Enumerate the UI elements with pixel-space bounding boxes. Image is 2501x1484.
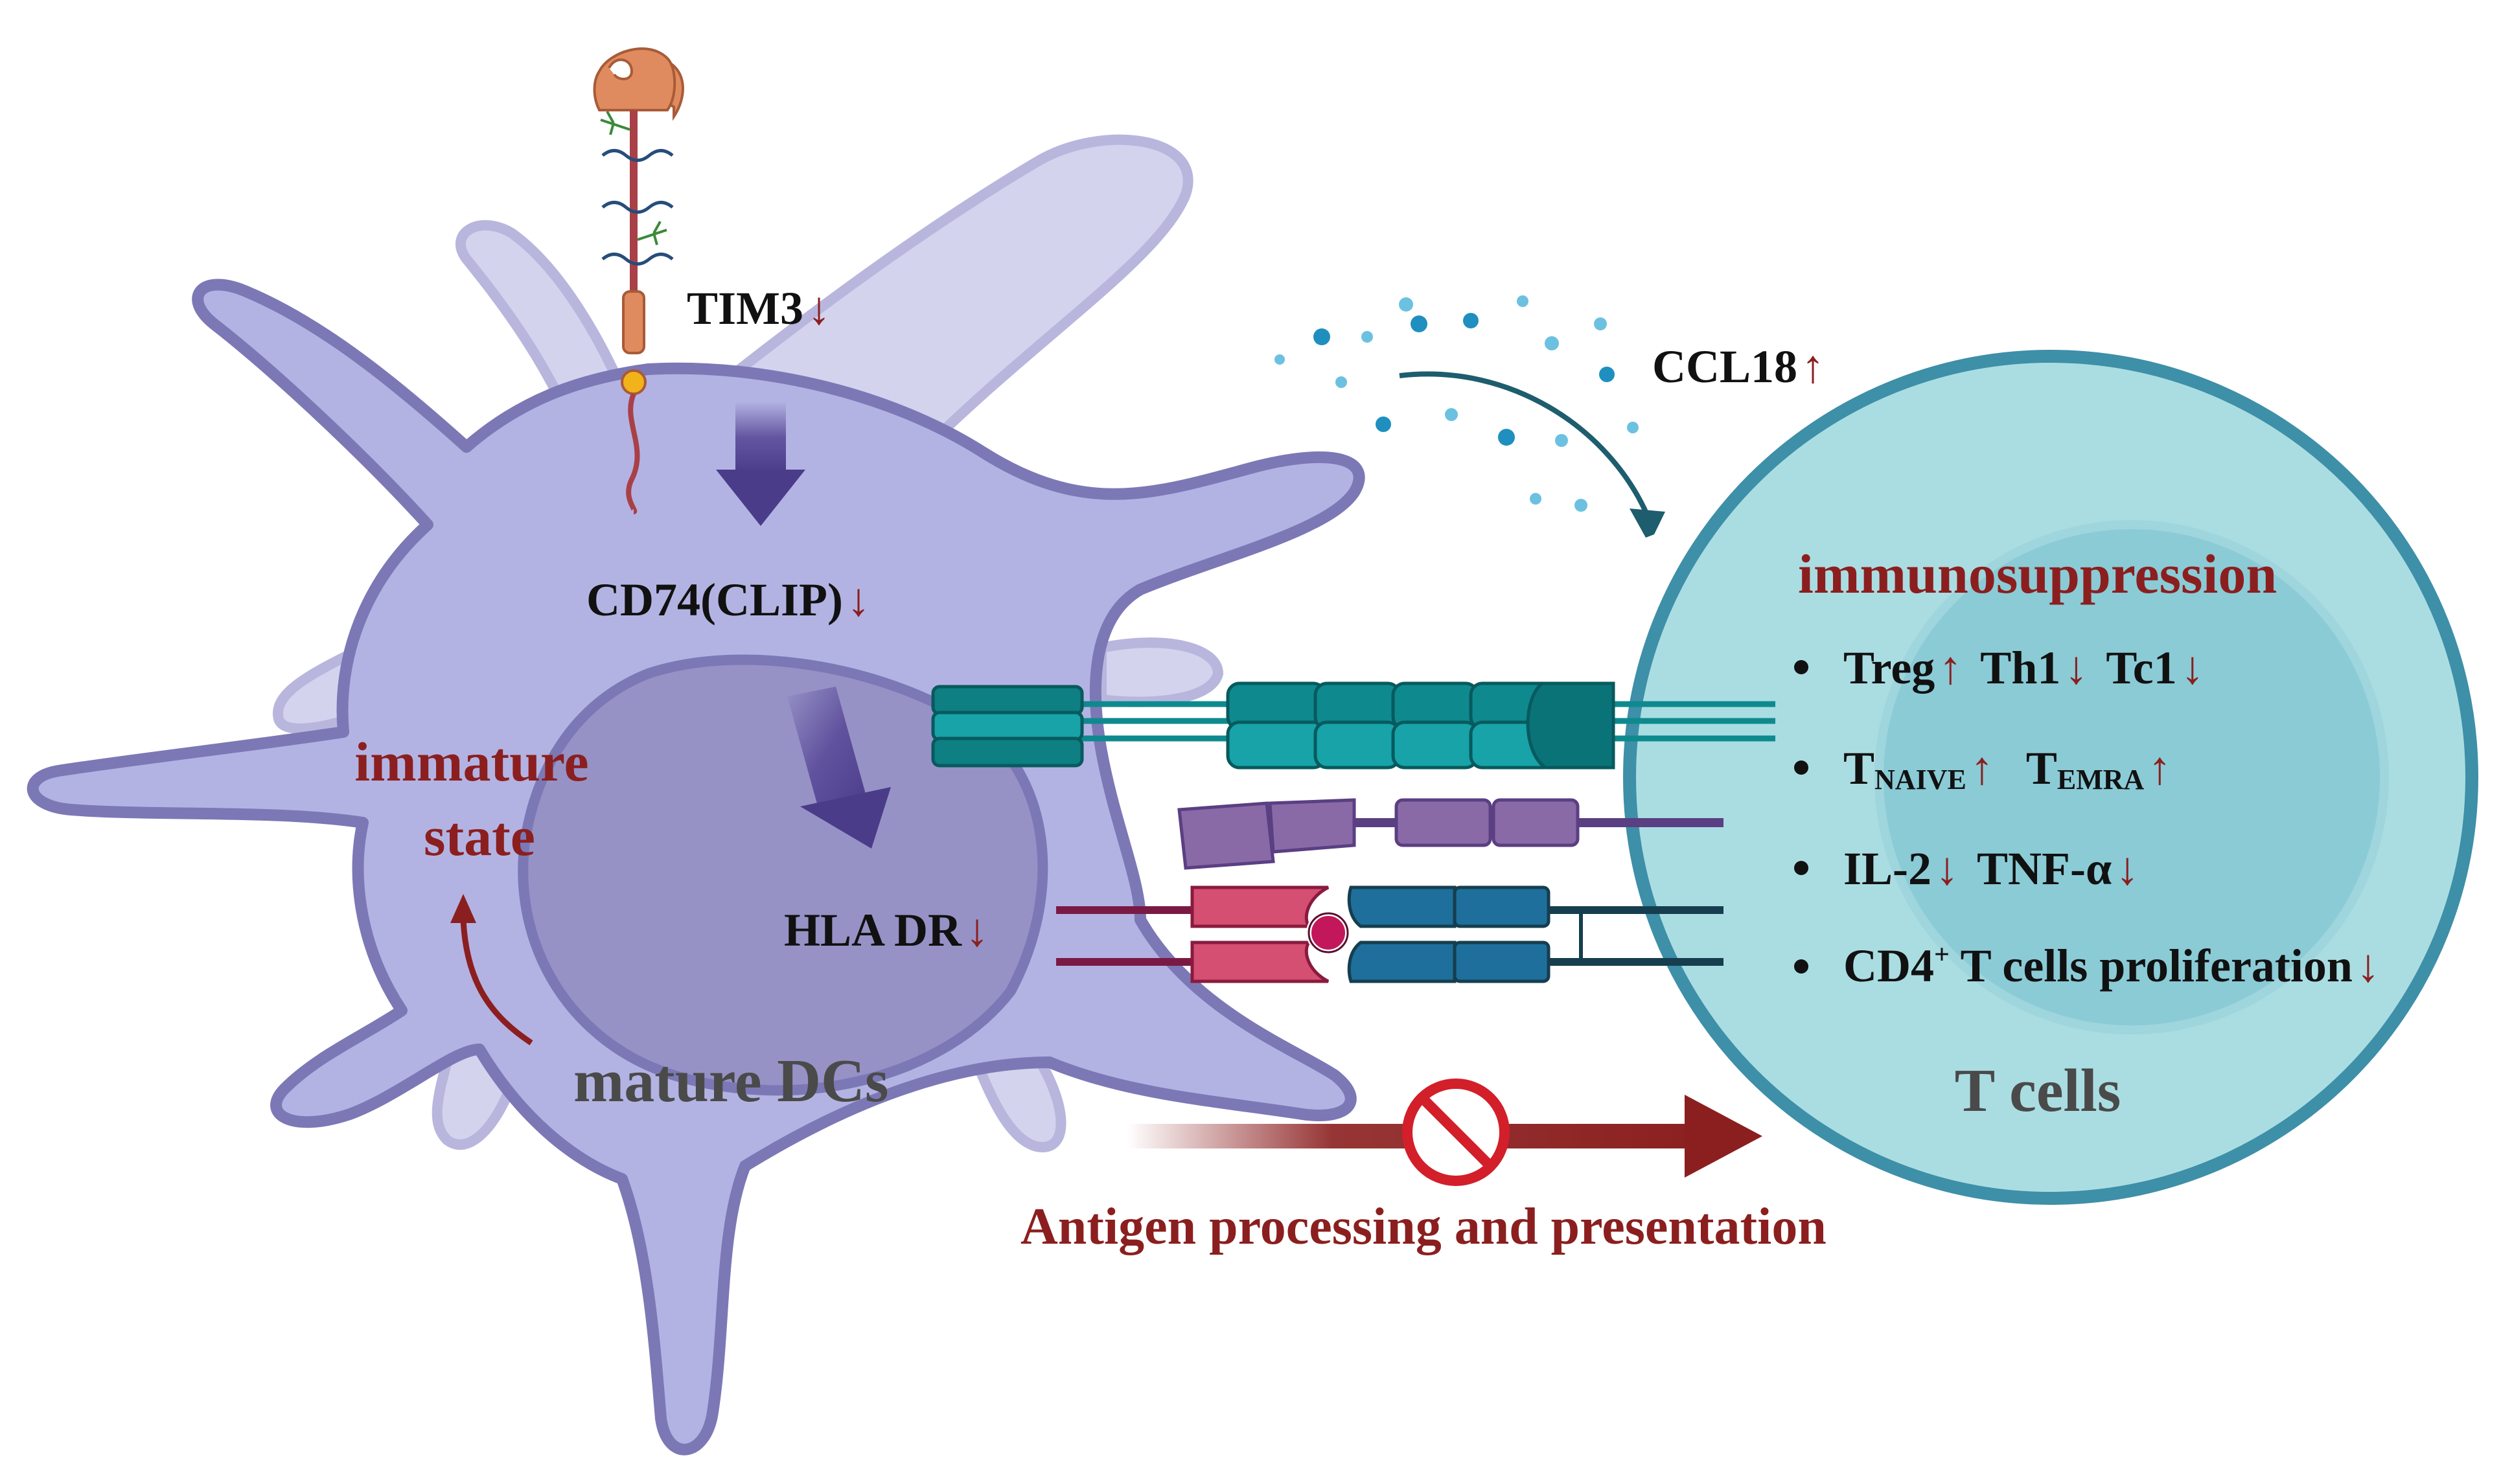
bullet-dot xyxy=(1794,959,1808,974)
bullet-dot xyxy=(1794,760,1808,775)
antigen-presentation-label: Antigen processing and presentation xyxy=(1020,1198,1827,1255)
dc-nucleus xyxy=(518,654,1048,1096)
immunosuppression-label: immunosuppression xyxy=(1798,543,2277,605)
cd4-coreceptor-icon xyxy=(1177,798,1723,870)
ccl18-particles-icon xyxy=(1274,295,1665,538)
mhc-ii-icon xyxy=(1056,885,1723,983)
tim3-label: TIM3↓ xyxy=(687,282,831,334)
bullet-row-3: IL-2↓TNF-α↓ xyxy=(1843,843,2139,895)
maturation-arrow xyxy=(450,894,533,1045)
bullet-row-2: TNAIVE↑TEMRA↑ xyxy=(1843,742,2171,795)
bullet-row-1: Treg↑Th1↓Tc1↓ xyxy=(1843,642,2204,694)
signal-arrow-down xyxy=(716,402,805,526)
immature-state-label-2: state xyxy=(424,805,535,867)
mature-dcs-label: mature DCs xyxy=(573,1047,888,1115)
t-cell-nucleus xyxy=(1874,520,2389,1034)
ccl18-label: CCL18↑ xyxy=(1652,341,1825,393)
bullet-row-4: CD4+ T cells proliferation↓ xyxy=(1843,940,2380,992)
bullet-dot xyxy=(1794,660,1808,674)
signal-arrow-diagonal xyxy=(787,687,891,849)
bullet-dot xyxy=(1794,861,1808,875)
hla-dr-label: HLA DR↓ xyxy=(784,904,989,956)
immature-state-label: immature xyxy=(354,731,588,793)
tim3-receptor-icon xyxy=(593,47,684,514)
cd74-label: CD74(CLIP)↓ xyxy=(586,574,870,626)
tcr-complex-icon xyxy=(931,681,1775,770)
prohibited-icon xyxy=(1402,1079,1510,1186)
tcell-effects-list: Treg↑Th1↓Tc1↓ TNAIVE↑TEMRA↑ IL-2↓TNF-α↓ … xyxy=(1794,642,2380,992)
t-cells-label: T cells xyxy=(1955,1057,2121,1124)
